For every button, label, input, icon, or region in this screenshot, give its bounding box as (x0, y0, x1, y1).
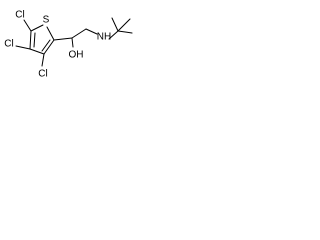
bond-methylene-nh (85, 28, 98, 35)
bond-tert-carbon-methyl-up-right (117, 18, 131, 32)
bond-set (15, 17, 133, 67)
ring-bond-c4-c5 (29, 30, 32, 50)
bond-c5-cl-top (23, 19, 32, 32)
bond-c3-cl-bottom (41, 53, 45, 67)
chlorine-top-label: Cl (15, 10, 24, 21)
bond-c2-carbinol (53, 37, 73, 41)
thiophene-amino-alcohol-structure: S Cl Cl Cl OH NH (4, 10, 133, 80)
ring-bond-s-c2 (46, 26, 55, 41)
ring-bond-c3-c4 (29, 48, 45, 55)
atom-labels: S Cl Cl Cl OH NH (4, 10, 111, 80)
amine-label: NH (97, 32, 111, 43)
bond-c4-cl-left (15, 45, 31, 50)
ring-bond-c2-c3 (43, 39, 55, 55)
sulfur-atom-label: S (43, 15, 50, 26)
ring-double-bond-c2-c3 (41, 39, 51, 52)
bond-carbinol-oh (71, 37, 74, 48)
hydroxyl-label: OH (69, 50, 84, 61)
chlorine-left-label: Cl (4, 39, 13, 50)
bond-tert-carbon-methyl-up-left (111, 17, 119, 32)
bond-nh-tert-carbon (108, 30, 119, 40)
chlorine-bottom-label: Cl (38, 69, 47, 80)
bond-tert-carbon-methyl-right (117, 30, 133, 34)
bond-carbinol-methylene (71, 28, 87, 39)
ring-bond-c5-s (30, 24, 44, 32)
ring-double-bond-c4-c5 (33, 32, 36, 48)
